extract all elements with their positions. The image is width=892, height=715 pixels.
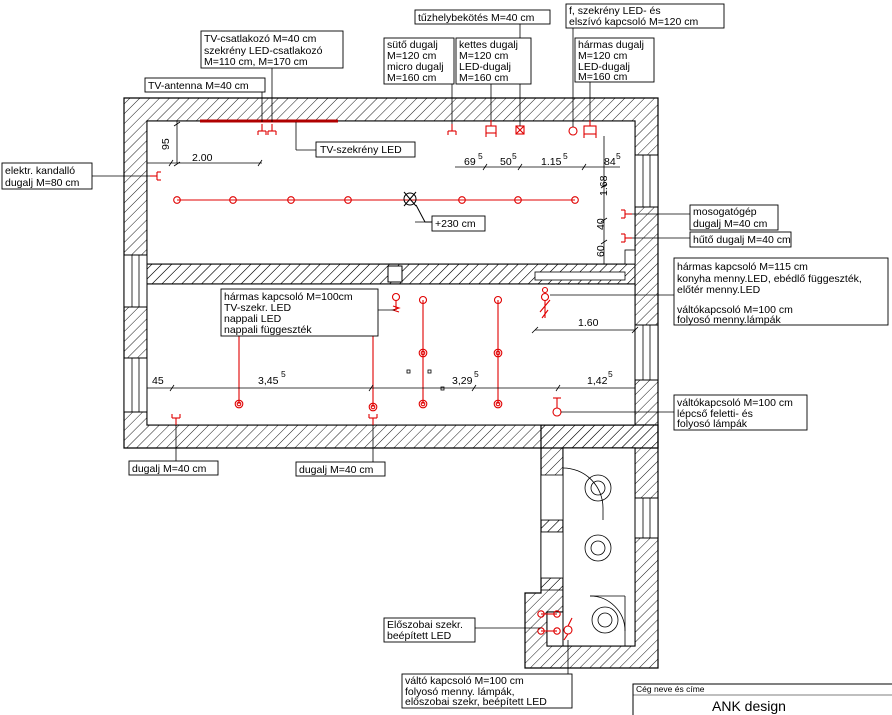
window (634, 154, 659, 208)
title-block-caption: Cég neve és címe (636, 684, 705, 694)
tv-cabinet-led-label: TV-szekrény LED (320, 144, 402, 156)
cabinet-led-switch-label: f, szekrény LED- és elszívó kapcsoló M=1… (569, 5, 699, 28)
fridge-label: hűtő dugalj M=40 cm (693, 234, 791, 246)
label-boxes (1, 3, 889, 709)
stove-connection-label: tűzhelybekötés M=40 cm (418, 12, 535, 24)
tv-antenna-label: TV-antenna M=40 cm (148, 80, 249, 92)
dim-329-sup: 5 (474, 369, 479, 379)
leader-lines (92, 24, 690, 674)
title-block: Cég neve és címe ANK design (632, 683, 892, 715)
dim-50-sup: 5 (512, 151, 517, 161)
wing-doors (562, 467, 626, 646)
dim-84-sup: 5 (616, 151, 621, 161)
living-switch-100 (391, 292, 401, 313)
dim-60: 60 (595, 245, 607, 257)
dim-115: 1.15 (541, 156, 562, 168)
kitchen-light-row (173, 196, 579, 204)
dishwasher-socket-symbol (621, 209, 632, 219)
dim-160: 1.60 (578, 317, 599, 329)
tv-socket-symbol (257, 124, 277, 135)
hall-switch-symbol (563, 617, 573, 641)
fireplace-socket-symbol (150, 171, 161, 181)
double-socket-label: kettes dugalj M=120 cm LED-dugalj M=160 … (459, 39, 521, 84)
dim-40: 40 (595, 218, 607, 230)
dim-142: 1,42 (587, 375, 608, 387)
walls (123, 97, 659, 669)
dim-142-sup: 5 (608, 369, 613, 379)
dim-168: 1.68 (598, 175, 610, 196)
ceiling-light-label: +230 cm (435, 218, 476, 230)
triple-switch-115-label: hármas kapcsoló M=115 cm konyha menny.LE… (677, 261, 865, 326)
window (123, 357, 148, 413)
tv-cabinet-led (200, 119, 338, 151)
dim-45: 45 (152, 375, 164, 387)
company-name: ANK design (712, 698, 786, 714)
dim-69: 69 (464, 156, 476, 168)
labels: TV-antenna M=40 cm TV-csatlakozó M=40 cm… (5, 5, 865, 708)
tv-socket-label: TV-csatlakozó M=40 cm szekrény LED-csatl… (204, 33, 325, 68)
socket-bottom-1 (171, 414, 181, 425)
dim-115-sup: 5 (563, 151, 568, 161)
triple-socket-label: hármas dugalj M=120 cm LED-dugalj M=160 … (578, 39, 647, 83)
dimension-labels: 95 2.00 69 5 50 5 1.15 5 84 5 1.68 40 60… (152, 138, 621, 387)
dim-200: 2.00 (192, 152, 213, 164)
socket-bottom-2 (368, 414, 378, 425)
dishwasher-label: mosogatógép dugalj M=40 cm (693, 206, 768, 230)
fireplace-socket-label: elektr. kandalló dugalj M=80 cm (5, 165, 80, 189)
stair-switch-label: váltókapcsoló M=100 cm lépcső feletti- é… (677, 397, 796, 430)
window (634, 497, 659, 539)
markers (406, 369, 445, 391)
dim-84: 84 (604, 156, 616, 168)
dim-329: 3,29 (452, 375, 473, 387)
window (123, 254, 148, 308)
socket-1-label: dugalj M=40 cm (132, 463, 207, 475)
window (634, 324, 659, 381)
fridge-socket-symbol (621, 233, 632, 243)
dim-50: 50 (500, 156, 512, 168)
dimension-lines (147, 121, 639, 392)
hall-cabinet-leds (537, 610, 561, 635)
dim-345: 3,45 (258, 375, 279, 387)
socket-2-label: dugalj M=40 cm (299, 464, 374, 476)
kitchen-switch-115 (539, 286, 551, 319)
oven-socket-symbol (447, 124, 457, 135)
dim-69-sup: 5 (478, 151, 483, 161)
oven-socket-label: sütő dugalj M=120 cm micro dugalj M=160 … (387, 39, 447, 84)
triple-switch-100-label: hármas kapcsoló M=100cm TV-szekr. LED na… (224, 291, 356, 336)
dim-345-sup: 5 (281, 369, 286, 379)
dim-95: 95 (160, 138, 172, 150)
hall-cabinet-label: Előszobai szekr. beépített LED (387, 619, 466, 642)
hall-switch-label: váltó kapcsoló M=100 cm folyosó menny. l… (405, 675, 547, 708)
double-socket-symbol (485, 120, 497, 137)
